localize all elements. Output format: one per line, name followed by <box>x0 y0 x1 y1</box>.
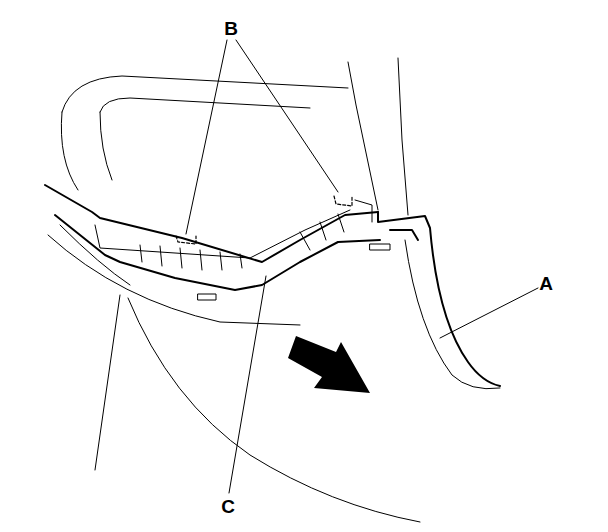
callout-letter: C <box>221 497 235 516</box>
removal-arrow <box>288 336 370 393</box>
side-cover <box>378 212 500 386</box>
lamp-detail <box>95 200 372 270</box>
clip-marks <box>176 196 352 244</box>
trim-strip <box>45 185 390 300</box>
leader-lines <box>186 40 538 493</box>
callout-letter: B <box>224 19 238 38</box>
body-outline <box>48 58 500 522</box>
callout-letter: A <box>539 274 553 293</box>
